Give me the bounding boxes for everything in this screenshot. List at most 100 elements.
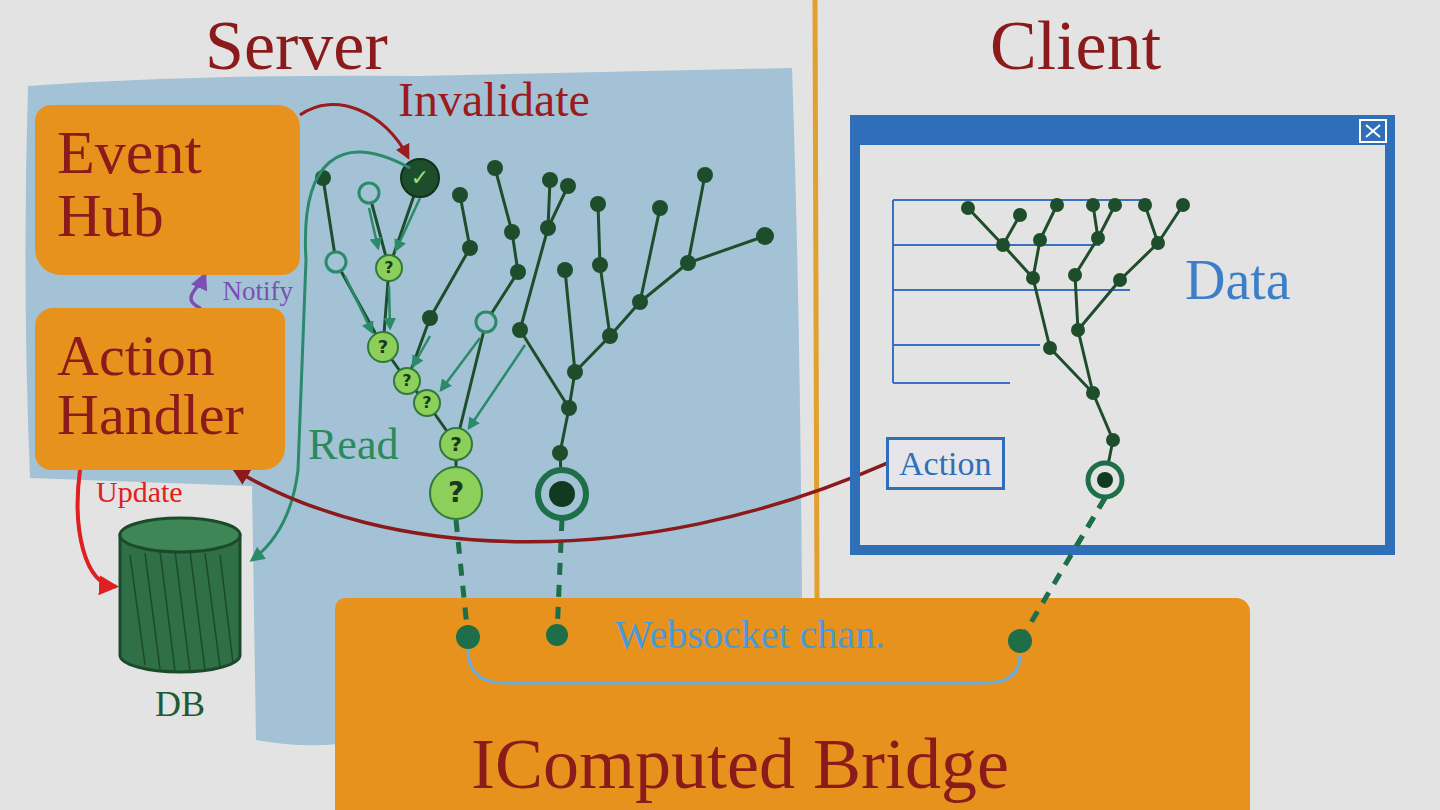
arrow-label: Invalidate (398, 72, 590, 127)
invalidated-dots (326, 183, 496, 332)
tree-dots (422, 310, 438, 326)
client-tree-dots (1086, 198, 1100, 212)
client-window: DataAction (850, 115, 1395, 555)
client-tree-dots (996, 238, 1010, 252)
unknown-dots (394, 368, 420, 394)
unknown-mark: ? (422, 395, 431, 411)
close-box (1360, 120, 1386, 142)
invalidated-dots (326, 252, 346, 272)
invalidation-arrows (396, 198, 420, 250)
node-text: DB (115, 685, 245, 725)
root-ring (538, 470, 586, 518)
client-root (1088, 463, 1122, 497)
tree-dots (510, 264, 526, 280)
tree-dots (315, 160, 774, 461)
invalidation-arrows (345, 198, 525, 428)
region-title: Client (990, 6, 1161, 87)
invalidation-arrows (413, 336, 430, 366)
node-text: Data (1185, 250, 1291, 312)
client-tree-dots (1043, 341, 1057, 355)
client-tree-dots (1113, 273, 1127, 287)
tree-dots (504, 224, 520, 240)
client-tree-dots (1068, 268, 1082, 282)
client-root (1097, 472, 1113, 488)
tree-dots (680, 255, 696, 271)
unknown-dots (414, 390, 440, 416)
client-tree-dots (1013, 208, 1027, 222)
database-cylinder-shape (130, 551, 233, 671)
client-tree-dots (1026, 271, 1040, 285)
tree-dots (590, 196, 606, 212)
unknown-dots (440, 428, 472, 460)
tree-dots (552, 445, 568, 461)
unknown-mark: ? (384, 260, 393, 276)
valid-mark: ✓ (411, 167, 429, 189)
process-box: Action Handler (35, 308, 285, 470)
node-text: Event Hub (57, 121, 278, 247)
invalidation-arrows (369, 208, 378, 248)
client-tree-dots (1151, 236, 1165, 250)
flow-arrow (235, 464, 886, 542)
client-tree-dots (961, 201, 975, 215)
invalidation-arrows (389, 286, 390, 328)
invalidate-arrow (300, 105, 408, 157)
tree-dots (697, 167, 713, 183)
unknown-mark: ? (402, 373, 411, 389)
region-title: Server (205, 6, 388, 87)
tree-dots (592, 257, 608, 273)
edge-label: Notify (223, 276, 294, 307)
unknown-dots (368, 332, 398, 362)
client-tree-dots (1091, 231, 1105, 245)
arrow-label: Read (308, 420, 398, 471)
tree-dots (557, 262, 573, 278)
root-ring (549, 481, 575, 507)
client-tree-dots (1033, 233, 1047, 247)
node-text: Action (899, 444, 992, 483)
client-tree-dots (1106, 433, 1120, 447)
invalidated-dots (476, 312, 496, 332)
tree-dots (632, 294, 648, 310)
invalidation-arrows (469, 345, 525, 428)
flow-arrow (191, 275, 205, 308)
tree-dots (452, 187, 468, 203)
database-cylinder: DB (115, 515, 245, 725)
tree-dots (560, 178, 576, 194)
client-tree-dots (1050, 198, 1064, 212)
unknown-dots (368, 255, 482, 519)
node-text: IComputed Bridge (471, 725, 1250, 804)
channel-dots (546, 624, 568, 646)
client-tree-dots (1071, 323, 1085, 337)
unknown-mark: ? (450, 434, 462, 454)
unknown-mark: ? (378, 338, 388, 356)
client-tree-dots (1176, 198, 1190, 212)
invalidation-arrows (441, 338, 480, 390)
action-button: Action (886, 437, 1005, 490)
database-cylinder-shape (120, 518, 240, 552)
edge-label: Update (96, 475, 183, 510)
close-box (1360, 120, 1386, 142)
process-box: Event Hub (35, 105, 300, 275)
invalidation-arrows (345, 276, 372, 332)
client-tree-dots (1086, 386, 1100, 400)
client-tree-dots (1108, 198, 1122, 212)
tree-dots (652, 200, 668, 216)
tree-dots (487, 160, 503, 176)
client-tree-dots (1138, 198, 1152, 212)
unknown-dots (430, 467, 482, 519)
tree-dots (512, 322, 528, 338)
root-ring (538, 470, 586, 518)
tree-dots (756, 227, 774, 245)
client-tree-dots (961, 198, 1190, 447)
unknown-mark: ? (448, 479, 464, 507)
dashed-link (1020, 598, 1105, 641)
tree-dots (561, 400, 577, 416)
tree-dots (462, 240, 478, 256)
invalidated-dots (359, 183, 379, 203)
dashed-link (1020, 498, 1105, 555)
close-box (1366, 125, 1380, 137)
unknown-dots (376, 255, 402, 281)
channel-dots (1008, 629, 1032, 653)
tree-dots (602, 328, 618, 344)
tree-dots (542, 172, 558, 188)
